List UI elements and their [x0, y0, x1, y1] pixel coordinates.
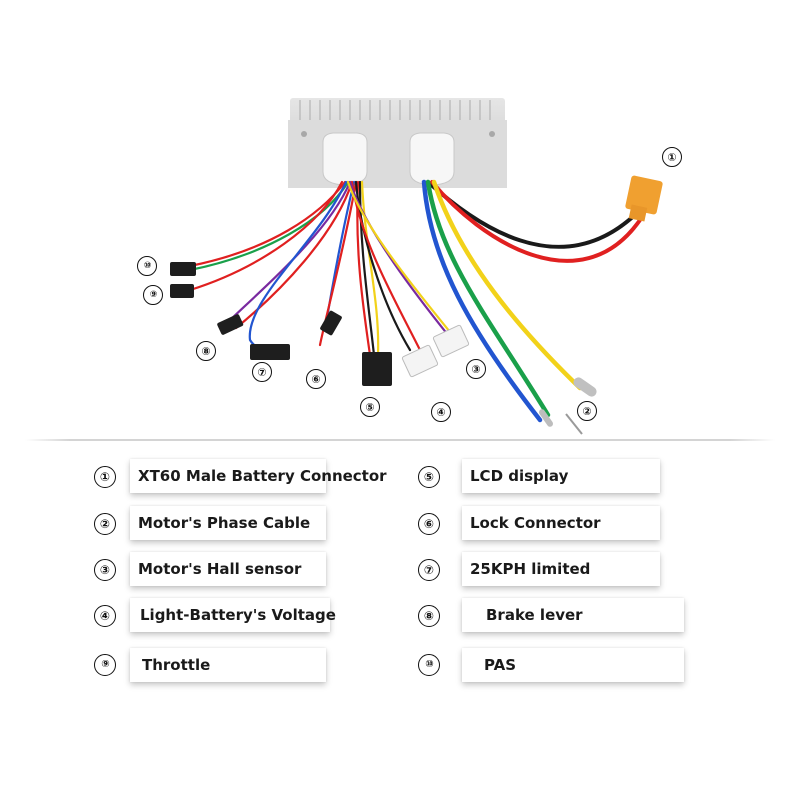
legend-marker-4: ④	[94, 605, 116, 627]
legend-label-brake-lever: Brake lever	[462, 598, 684, 632]
legend-marker-5: ⑤	[418, 466, 440, 488]
legend-label-lock-connector: Lock Connector	[462, 506, 660, 540]
legend-text: PAS	[484, 656, 517, 674]
photo-marker-2: ②	[577, 401, 597, 421]
xt60-connector-icon	[625, 175, 663, 222]
legend-marker-2: ②	[94, 513, 116, 535]
legend-text: 25KPH limited	[470, 560, 591, 578]
photo-marker-4: ④	[431, 402, 451, 422]
legend-marker-3: ③	[94, 559, 116, 581]
legend-marker-7: ⑦	[418, 559, 440, 581]
cable-gland-icon	[322, 132, 455, 186]
legend-text: XT60 Male Battery Connector	[138, 467, 387, 485]
legend-label-throttle: Throttle	[130, 648, 326, 682]
legend-label-hall-sensor: Motor's Hall sensor	[130, 552, 326, 586]
photo-marker-7: ⑦	[252, 362, 272, 382]
photo-marker-3: ③	[466, 359, 486, 379]
photo-marker-9: ⑨	[143, 285, 163, 305]
legend-text: Throttle	[142, 656, 211, 674]
legend-label-phase-cable: Motor's Phase Cable	[130, 506, 326, 540]
legend-marker-1: ①	[94, 466, 116, 488]
legend-label-speed-limit: 25KPH limited	[462, 552, 660, 586]
legend-label-xt60: XT60 Male Battery Connector	[130, 459, 387, 493]
section-divider	[25, 439, 775, 441]
legend-text: Motor's Phase Cable	[138, 514, 311, 532]
photo-marker-1: ①	[662, 147, 682, 167]
photo-marker-10: ⑩	[137, 256, 157, 276]
legend-text: Lock Connector	[470, 514, 601, 532]
legend-marker-9: ⑨	[94, 654, 116, 676]
legend-text: LCD display	[470, 467, 569, 485]
white-connector-icon	[401, 324, 470, 378]
legend-marker-8: ⑧	[418, 605, 440, 627]
photo-marker-6: ⑥	[306, 369, 326, 389]
controller-housing-icon	[288, 98, 507, 188]
legend-label-light-battery: Light-Battery's Voltage	[130, 598, 336, 632]
ring-terminal-icon	[538, 377, 597, 435]
legend-text: Brake lever	[486, 606, 583, 624]
legend-label-lcd-display: LCD display	[462, 459, 660, 493]
controller-photo	[170, 98, 663, 435]
legend-label-pas: PAS	[462, 648, 684, 682]
jst-connector-icon	[170, 262, 392, 386]
legend-marker-10: ⑩	[418, 654, 440, 676]
legend-text: Motor's Hall sensor	[138, 560, 302, 578]
photo-marker-8: ⑧	[196, 341, 216, 361]
photo-marker-5: ⑤	[360, 397, 380, 417]
legend-marker-6: ⑥	[418, 513, 440, 535]
legend-text: Light-Battery's Voltage	[140, 606, 336, 624]
